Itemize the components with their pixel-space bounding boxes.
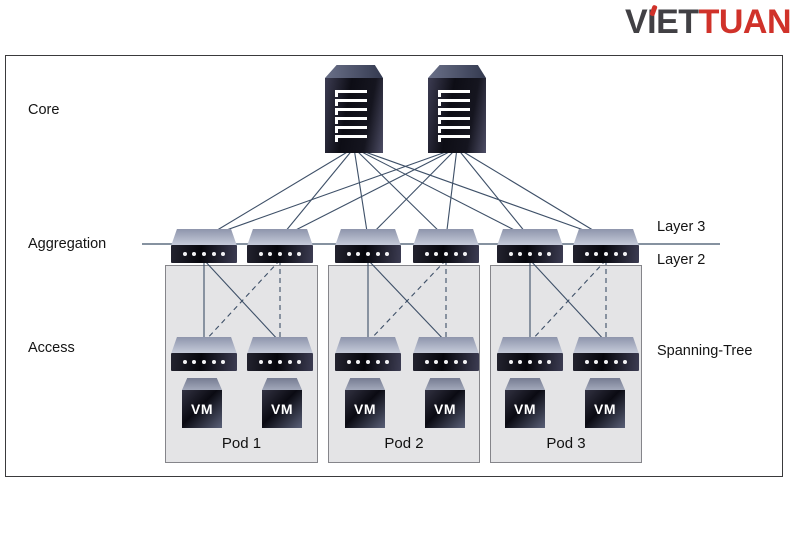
switch-ports (335, 245, 401, 263)
pod-1-label: Pod 1 (221, 435, 262, 452)
aggregation-layer-label: Aggregation (28, 236, 107, 252)
vm-icon: VM (585, 378, 625, 428)
pod-3-label: Pod 3 (546, 435, 586, 452)
switch-ports (247, 245, 313, 263)
vm-label: VM (182, 390, 222, 428)
access-switch-2-icon (247, 337, 313, 371)
layer3-annotation: Layer 3 (657, 219, 706, 235)
vm-label: VM (345, 390, 385, 428)
core-switch-2-icon (428, 65, 486, 153)
access-switch-3-icon (335, 337, 401, 371)
aggregation-switch-5-icon (497, 229, 563, 263)
spanning-tree-annotation: Spanning-Tree (657, 343, 753, 359)
layer2-annotation: Layer 2 (657, 252, 706, 268)
logo-text-tuan: TUAN (698, 3, 792, 41)
access-switch-4-icon (413, 337, 479, 371)
switch-ports (497, 353, 563, 371)
switch-ports (413, 245, 479, 263)
aggregation-switch-2-icon (247, 229, 313, 263)
aggregation-switch-6-icon (573, 229, 639, 263)
vm-icon: VM (182, 378, 222, 428)
viettuan-logo: VIETTUAN (624, 3, 792, 42)
switch-ports (335, 353, 401, 371)
access-switch-6-icon (573, 337, 639, 371)
vm-icon: VM (505, 378, 545, 428)
core-layer-label: Core (28, 102, 60, 118)
access-layer-label: Access (28, 340, 75, 356)
vm-label: VM (262, 390, 302, 428)
switch-ports (171, 353, 237, 371)
switch-ports (413, 353, 479, 371)
logo-text-viet: VIET (624, 3, 699, 41)
vm-label: VM (505, 390, 545, 428)
aggregation-switch-3-icon (335, 229, 401, 263)
diagram-border (5, 55, 783, 477)
vm-label: VM (425, 390, 465, 428)
aggregation-switch-1-icon (171, 229, 237, 263)
vm-icon: VM (345, 378, 385, 428)
switch-ports (247, 353, 313, 371)
pod-2-label: Pod 2 (384, 435, 424, 452)
vm-icon: VM (262, 378, 302, 428)
core-switch-1-icon (325, 65, 383, 153)
access-switch-5-icon (497, 337, 563, 371)
access-switch-1-icon (171, 337, 237, 371)
vm-label: VM (585, 390, 625, 428)
aggregation-switch-4-icon (413, 229, 479, 263)
switch-ports (573, 353, 639, 371)
vm-icon: VM (425, 378, 465, 428)
switch-ports (497, 245, 563, 263)
switch-ports (171, 245, 237, 263)
switch-ports (573, 245, 639, 263)
